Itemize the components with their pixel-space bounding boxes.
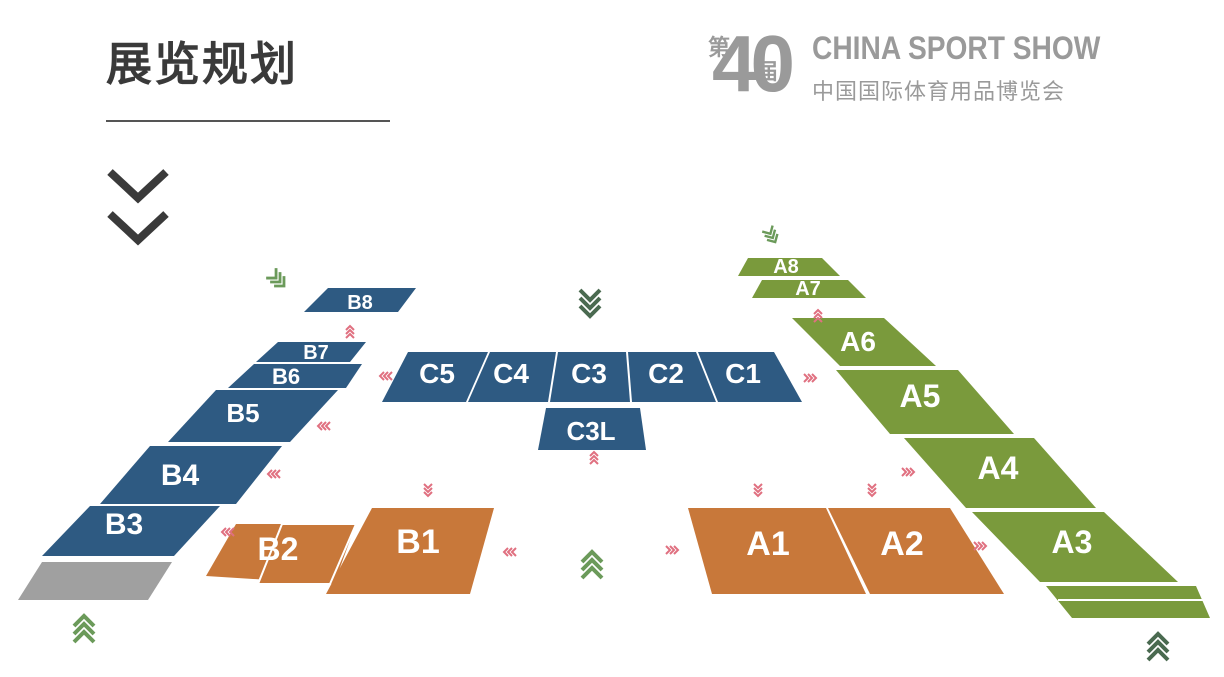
hall-c2-label: C2 xyxy=(648,358,684,389)
hall-a7[interactable]: A7 xyxy=(752,278,866,300)
gray-walkway xyxy=(18,562,172,600)
green-walkway xyxy=(1046,586,1210,618)
hall-c4[interactable]: C4 xyxy=(468,352,556,402)
hall-c1-label: C1 xyxy=(725,358,761,389)
entrance-arrow-icon xyxy=(72,614,96,644)
entrance-arrow-icon xyxy=(264,266,291,293)
hall-a3[interactable]: A3 xyxy=(972,512,1178,582)
entrance-arrow-icon xyxy=(578,288,602,318)
hall-c3[interactable]: C3 xyxy=(550,352,630,402)
hall-a1-label: A1 xyxy=(746,525,789,563)
hall-a7-label: A7 xyxy=(795,278,821,300)
hall-b1[interactable]: B1 xyxy=(326,508,494,594)
hall-b3[interactable]: B3 xyxy=(42,506,220,556)
hall-b3-label: B3 xyxy=(105,508,143,541)
entrance-arrow-icon xyxy=(1146,632,1170,662)
hall-b4-label: B4 xyxy=(161,459,200,492)
hall-a6-label: A6 xyxy=(840,326,876,357)
hall-a1[interactable]: A1 xyxy=(688,508,866,594)
entrance-arrow-icon xyxy=(761,224,782,247)
hall-c3l[interactable]: C3L xyxy=(538,408,646,450)
hall-c4-label: C4 xyxy=(493,358,529,389)
hall-a8-label: A8 xyxy=(773,256,799,278)
hall-c3-label: C3 xyxy=(571,358,607,389)
hall-a6[interactable]: A6 xyxy=(792,318,936,366)
hall-a5-label: A5 xyxy=(900,378,941,414)
entrance-arrow-icon xyxy=(580,550,604,580)
hall-b5[interactable]: B5 xyxy=(168,390,338,442)
logo-edition-suffix: 届 xyxy=(756,60,779,85)
logo-name-en: CHINA SPORT SHOW xyxy=(812,30,1101,66)
hall-b5-label: B5 xyxy=(226,398,259,428)
hall-b6-label: B6 xyxy=(272,364,300,389)
scroll-down-icon xyxy=(106,166,170,260)
hall-c1[interactable]: C1 xyxy=(698,352,802,402)
hall-c3l-label: C3L xyxy=(566,416,615,446)
hall-b8[interactable]: B8 xyxy=(304,288,416,314)
china-sport-show-logo: 40 第 届 CHINA SPORT SHOW 中国国际体育用品博览会 xyxy=(704,24,1104,114)
hall-a3-label: A3 xyxy=(1052,524,1093,560)
hall-a2[interactable]: A2 xyxy=(828,508,1004,594)
page-title: 展览规划 xyxy=(106,37,298,91)
hall-b7-label: B7 xyxy=(303,342,329,364)
hall-a2-label: A2 xyxy=(880,525,923,563)
hall-b2-label: B2 xyxy=(258,531,299,567)
hall-b7[interactable]: B7 xyxy=(256,342,366,364)
hall-b6[interactable]: B6 xyxy=(228,364,362,389)
hall-a4-label: A4 xyxy=(978,450,1019,486)
logo-name-cn: 中国国际体育用品博览会 xyxy=(812,80,1066,105)
hall-b2[interactable]: B2 xyxy=(206,523,358,585)
hall-c2[interactable]: C2 xyxy=(628,352,716,402)
hall-c5-label: C5 xyxy=(419,358,455,389)
logo-edition-prefix: 第 xyxy=(708,36,731,61)
hall-a8[interactable]: A8 xyxy=(738,256,840,278)
hall-b8-label: B8 xyxy=(347,292,373,314)
hall-c5[interactable]: C5 xyxy=(382,352,488,402)
hall-a5[interactable]: A5 xyxy=(836,370,1014,434)
title-divider xyxy=(106,120,390,122)
hall-a4[interactable]: A4 xyxy=(904,438,1096,508)
hall-b4[interactable]: B4 xyxy=(100,446,282,504)
hall-b1-label: B1 xyxy=(396,523,439,561)
logo-edition-number: 40 xyxy=(712,19,795,108)
